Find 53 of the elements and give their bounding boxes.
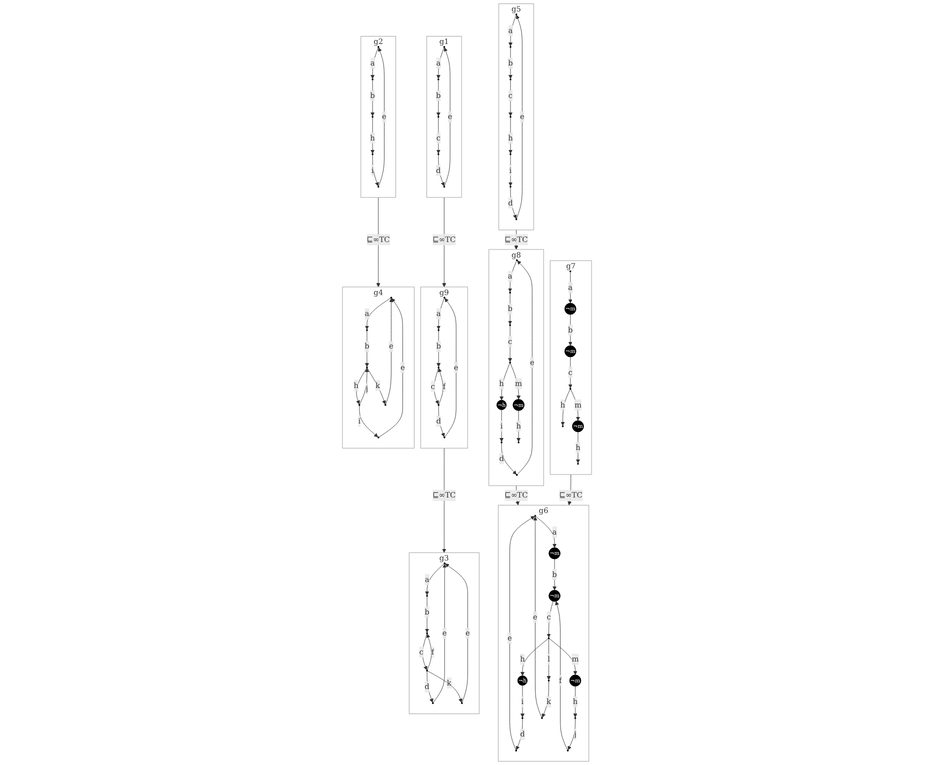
node-circle [534, 514, 536, 517]
node-circle [548, 637, 550, 640]
node-circle [390, 296, 392, 299]
node-circle [437, 153, 440, 156]
node-circle [432, 702, 434, 704]
node-circle [438, 329, 440, 332]
node-circle [516, 259, 518, 262]
node-circle [509, 292, 511, 294]
node-circle [377, 46, 380, 48]
node-circle [437, 78, 440, 80]
node-circle [516, 474, 518, 476]
node-circle [377, 186, 380, 188]
node-circle [438, 366, 440, 368]
node-circle [443, 186, 446, 188]
node-circle [510, 153, 512, 156]
node-circle [426, 594, 428, 597]
node-circle [372, 116, 374, 118]
node-circle [569, 270, 572, 272]
node-circle [377, 436, 380, 438]
node-circle [366, 329, 368, 332]
node-circle [500, 442, 502, 444]
node-circle [569, 388, 572, 390]
node-circle [509, 324, 511, 326]
node-circle [444, 436, 446, 438]
node-circle [510, 78, 512, 80]
node-circle [426, 670, 428, 672]
node-circle [515, 218, 518, 220]
node-circle [443, 46, 446, 48]
node-circle [438, 404, 440, 406]
node-circle [509, 362, 511, 364]
node-circle [541, 717, 543, 719]
node-circle [426, 632, 428, 634]
node-circle [384, 404, 386, 406]
node-circle [522, 717, 524, 719]
node-circle [510, 46, 512, 48]
node-circle [515, 750, 518, 752]
node-circle [372, 78, 374, 80]
node-circle [566, 750, 569, 752]
node-circle [548, 680, 550, 682]
node-circle [510, 186, 512, 188]
node-circle [444, 296, 446, 299]
node-circle [574, 717, 576, 719]
node-circle [510, 116, 512, 118]
node-circle [518, 442, 520, 444]
node-circle [366, 366, 368, 368]
node-circle [515, 13, 518, 16]
node-circle [372, 153, 374, 156]
node-circle [437, 116, 440, 118]
node-circle [460, 702, 463, 704]
node-circle [577, 462, 579, 465]
node-circle [562, 425, 564, 428]
node-circle [358, 404, 360, 406]
node-circle [444, 562, 446, 564]
